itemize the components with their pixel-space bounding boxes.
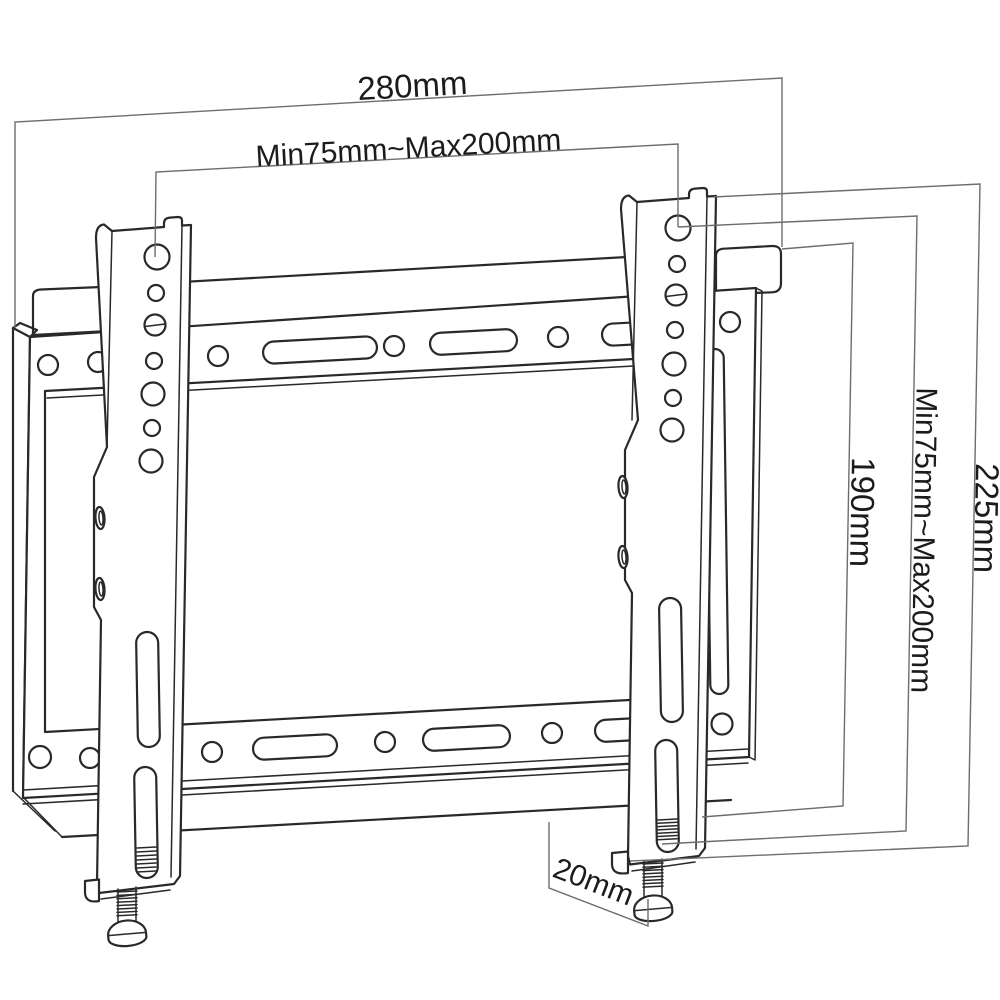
right-bracket	[610, 186, 718, 923]
dimension-label-top-width: 280mm	[356, 64, 468, 107]
left-bracket-body	[92, 215, 193, 895]
dimension-bracket-height: 225mm	[629, 183, 1000, 862]
plate-right-corner-tab	[714, 244, 783, 297]
screw-threads	[116, 890, 138, 917]
plate-top-rail-holes	[36, 319, 684, 377]
dimension-plate-height: 190mm	[701, 242, 882, 818]
left-bracket-flange-holes	[94, 505, 106, 602]
left-bracket-creases	[106, 224, 183, 878]
right-bracket-flange-holes	[617, 474, 629, 570]
right-bracket-creases	[631, 195, 708, 850]
dimension-vesa-height: Min75mm~Max200mm	[661, 215, 943, 845]
right-bracket-upper-slot	[658, 596, 684, 724]
dimension-top-width: 280mm	[14, 64, 783, 328]
dimension-line	[14, 77, 783, 328]
left-bracket-vesa-holes	[138, 243, 171, 474]
left-bracket-slot-thread-hatch	[136, 846, 157, 873]
plate-right-edge-fold	[748, 287, 763, 761]
plate-endcap-hole-top	[718, 310, 742, 334]
screw-threads	[642, 862, 664, 888]
left-bracket-lower-slot	[133, 765, 159, 880]
left-bracket-foot	[83, 878, 101, 903]
dimension-label-bracket-height: 225mm	[967, 463, 1000, 574]
right-bracket-body	[619, 186, 718, 866]
plate-back-top-edge	[108, 250, 718, 288]
left-bracket-screw	[107, 886, 148, 948]
right-bracket-vesa-holes	[659, 214, 692, 443]
left-bracket-upper-slot	[135, 630, 161, 749]
dimension-line	[154, 143, 679, 258]
dimension-line	[701, 242, 854, 818]
right-bracket-screw	[633, 858, 674, 923]
right-bracket-foot	[610, 850, 630, 875]
dimension-label-vesa-height: Min75mm~Max200mm	[904, 387, 942, 693]
dimension-label-vesa-width: Min75mm~Max200mm	[255, 124, 562, 174]
left-bracket	[83, 215, 193, 948]
dimension-label-plate-height: 190mm	[843, 457, 882, 568]
dimension-line	[661, 215, 918, 845]
dimension-line	[629, 183, 981, 862]
dimension-vesa-width: Min75mm~Max200mm	[154, 124, 679, 258]
dimension-line	[548, 822, 649, 928]
plate-endcap-hole-bottom	[710, 712, 734, 736]
right-bracket-slot-thread-hatch	[657, 818, 678, 841]
wall-plate	[11, 244, 783, 839]
right-bracket-lower-slot	[654, 738, 680, 854]
